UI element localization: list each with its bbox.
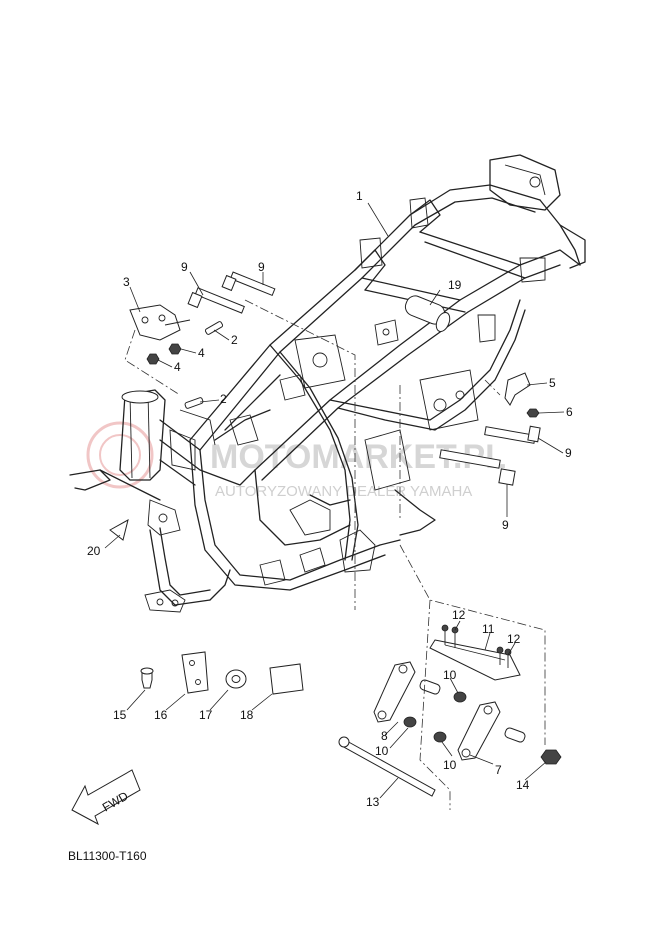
- callout-7: 7: [495, 763, 502, 777]
- part-4-nuts: [146, 343, 182, 365]
- callout-6: 6: [566, 405, 573, 419]
- callout-9c: 9: [565, 446, 572, 460]
- watermark: MOTOMARKET.PL AUTORYZOWANY DEALER YAMAHA: [86, 421, 506, 500]
- callouts: 1 2 2 3 4 4 5 6 7 8 9 9 9 9 10 10 10 11 …: [87, 189, 573, 809]
- callout-9d: 9: [502, 518, 509, 532]
- callout-9a: 9: [181, 260, 188, 274]
- part-9-bolts: [187, 271, 541, 486]
- part-19-bushing: [404, 295, 451, 333]
- leader-lines: [104, 202, 565, 799]
- callout-1: 1: [356, 189, 363, 203]
- callout-8: 8: [381, 729, 388, 743]
- callout-2b: 2: [220, 392, 227, 406]
- assembly-lines: [124, 299, 546, 810]
- callout-10a: 10: [443, 668, 457, 682]
- callout-14: 14: [516, 778, 530, 792]
- callout-15: 15: [113, 708, 127, 722]
- callout-4b: 4: [174, 360, 181, 374]
- callout-13: 13: [366, 795, 380, 809]
- callout-11: 11: [482, 622, 495, 636]
- watermark-subtitle: AUTORYZOWANY DEALER YAMAHA: [215, 483, 472, 500]
- part-2-pins: [184, 321, 224, 409]
- callout-12a: 12: [452, 608, 466, 622]
- engine-mount-assembly: [338, 624, 562, 797]
- small-parts: [140, 651, 304, 695]
- callout-9b: 9: [258, 260, 265, 274]
- callout-10c: 10: [443, 758, 457, 772]
- part-5-bracket: [504, 372, 531, 406]
- callout-12b: 12: [507, 632, 521, 646]
- callout-2a: 2: [231, 333, 238, 347]
- callout-4a: 4: [198, 346, 205, 360]
- callout-10b: 10: [375, 744, 389, 758]
- callout-5: 5: [549, 376, 556, 390]
- callout-3: 3: [123, 275, 130, 289]
- callout-20: 20: [87, 544, 101, 558]
- fwd-arrow: FWD: [71, 769, 141, 826]
- callout-16: 16: [154, 708, 168, 722]
- part-3-bracket: [129, 304, 191, 341]
- part-20-arrow: [109, 519, 129, 541]
- callout-19: 19: [448, 278, 462, 292]
- main-frame: [69, 154, 586, 613]
- part-6-nut: [526, 408, 540, 418]
- callout-18: 18: [240, 708, 254, 722]
- diagram-code: BL11300-T160: [68, 849, 147, 863]
- callout-17: 17: [199, 708, 213, 722]
